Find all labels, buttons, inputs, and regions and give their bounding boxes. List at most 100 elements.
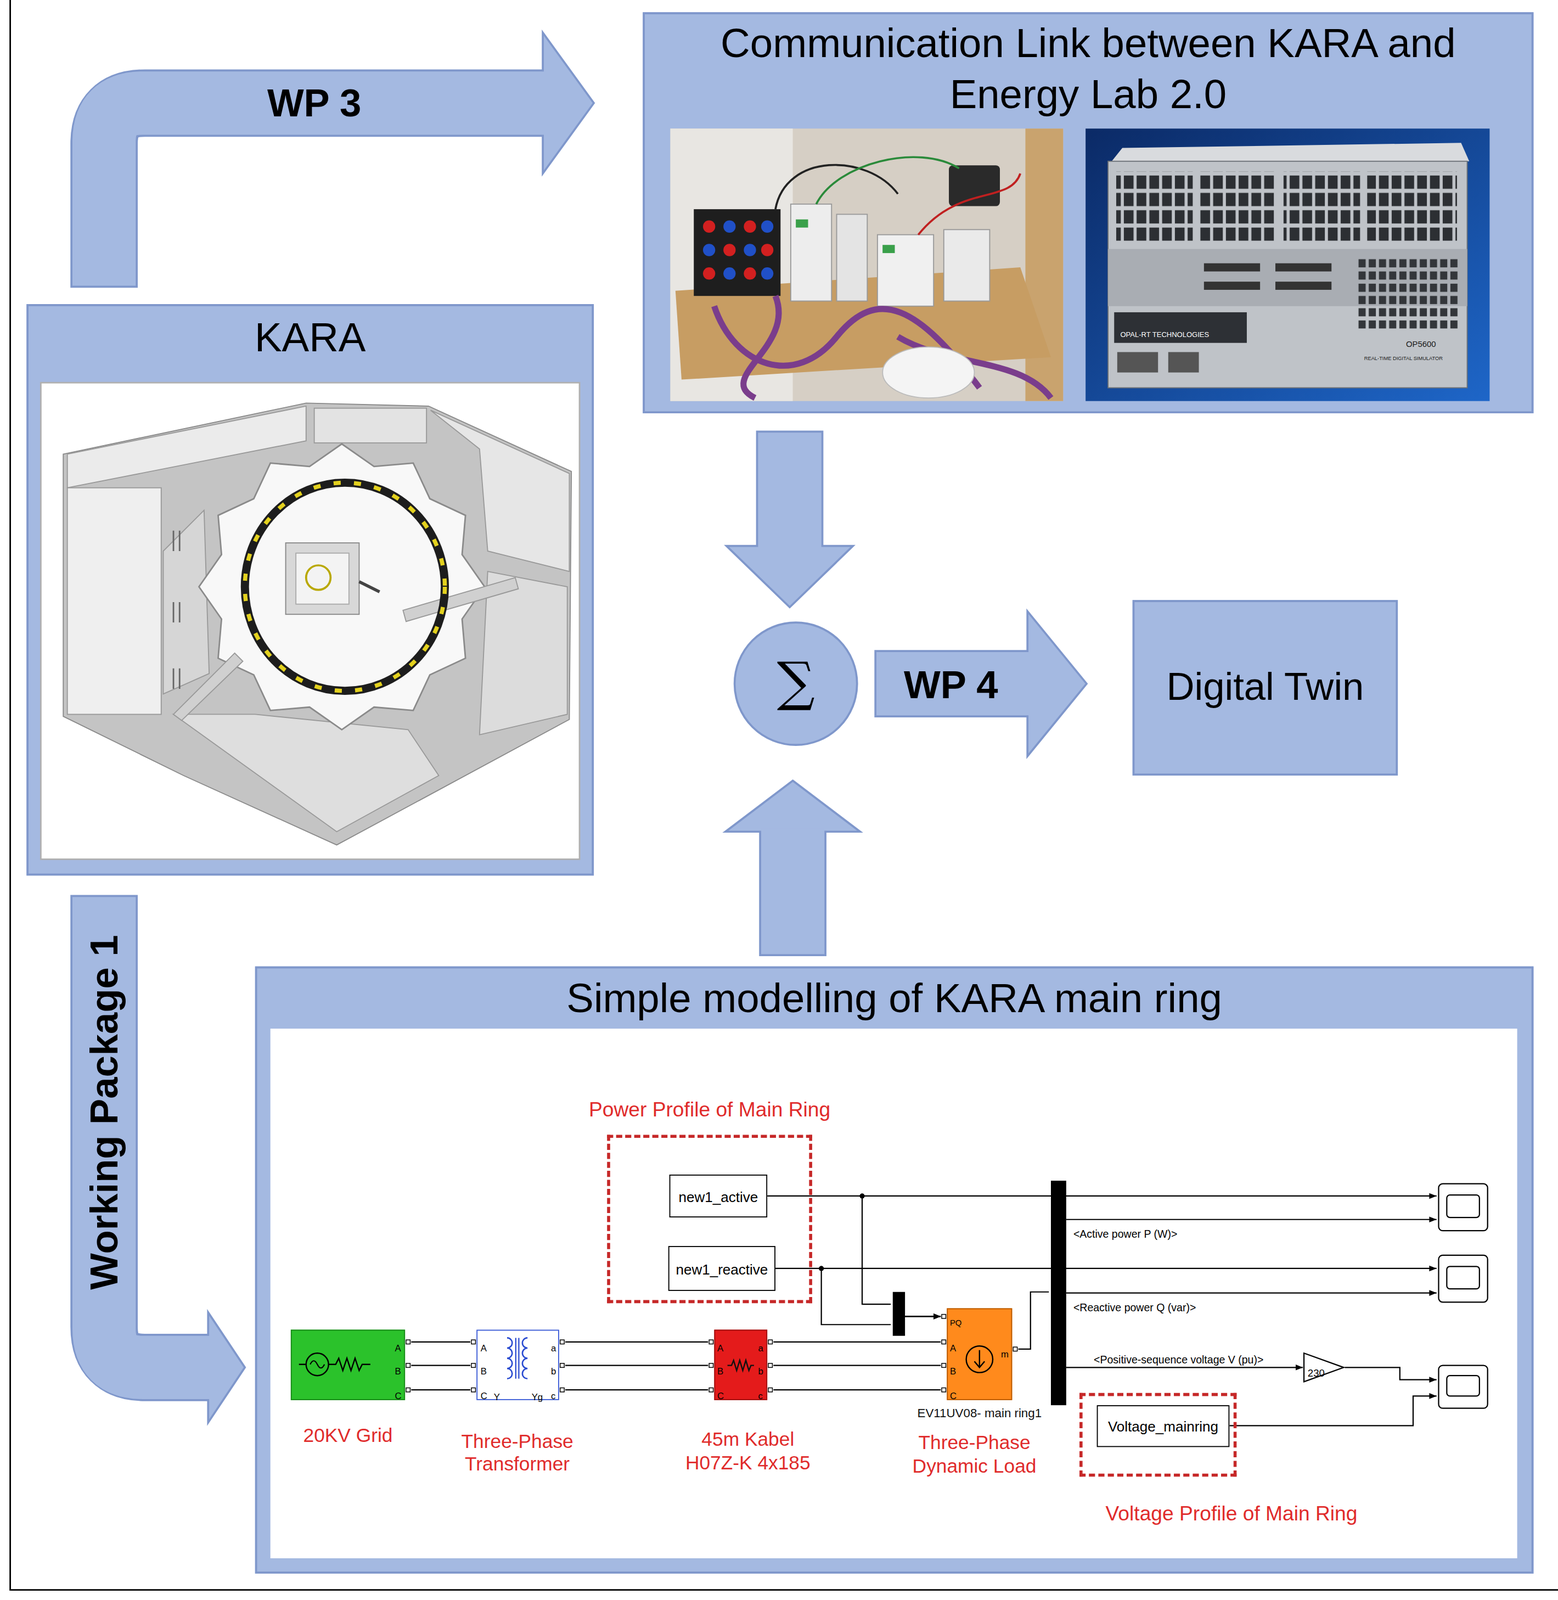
art-rect xyxy=(1114,312,1247,343)
art-rect xyxy=(795,219,808,228)
art-rect xyxy=(1116,171,1193,241)
port-label-holder: C xyxy=(395,1384,402,1403)
art-rect xyxy=(709,1387,713,1392)
box-label: Digital Twin xyxy=(1166,662,1364,712)
art-rect xyxy=(1367,171,1458,241)
art-polygon xyxy=(199,443,486,730)
port-label-holder: A xyxy=(395,1336,402,1355)
annotation-heading: Voltage Profile of Main Ring xyxy=(1105,1500,1358,1526)
art-polygon xyxy=(1303,1352,1344,1382)
block-name-holder: EV11UV08- main ring1 xyxy=(917,1402,1043,1421)
signal-label-holder: <Positive-sequence voltage V (pu)> xyxy=(1093,1348,1264,1368)
art-polygon xyxy=(173,713,439,832)
device-label: OPAL-RT TECHNOLOGIES xyxy=(1120,330,1209,340)
art-rect xyxy=(768,1363,773,1368)
art-path xyxy=(816,156,959,205)
port-label-holder: a xyxy=(550,1336,556,1355)
art-path xyxy=(299,1358,371,1371)
art-path xyxy=(821,1267,1437,1269)
art-rect xyxy=(941,1314,946,1319)
panel-title: KARA xyxy=(254,311,367,363)
block-caption: Three-Phase Transformer xyxy=(451,1430,584,1477)
art-rect xyxy=(1050,1180,1067,1405)
port-label-holder: a xyxy=(757,1336,763,1355)
art-path xyxy=(358,581,380,593)
port-label: A xyxy=(480,1343,487,1354)
port-label-holder: C xyxy=(949,1384,957,1403)
port-label: b xyxy=(757,1367,763,1377)
block-name: new1_active xyxy=(678,1188,759,1206)
art-rect xyxy=(560,1387,565,1392)
arrow-fill xyxy=(757,432,821,549)
block-arrow xyxy=(725,780,860,956)
port-label-holder: B xyxy=(717,1359,724,1378)
port-label-holder: C xyxy=(717,1384,724,1403)
art-g xyxy=(821,1195,1437,1426)
signal-label: <Reactive power Q (var)> xyxy=(1073,1300,1197,1314)
art-rect xyxy=(67,487,162,715)
block-caption-holder: 45m Kabel H07Z-K 4x185 xyxy=(681,1428,815,1476)
grid-source-block: 20KV Grid xyxy=(290,1329,406,1400)
panel-title-holder: KARA xyxy=(254,311,367,363)
arrow-fill xyxy=(876,651,1031,716)
art-rect xyxy=(1275,281,1332,290)
edge-label: WP 4 xyxy=(903,662,998,710)
port-label: A xyxy=(717,1343,724,1354)
art-rect xyxy=(693,209,781,296)
port-label-holder: A xyxy=(717,1336,724,1355)
art-rect xyxy=(1025,128,1063,401)
art-circle xyxy=(306,565,331,590)
port-label: a xyxy=(757,1343,763,1354)
art-ellipse xyxy=(244,482,445,691)
art-path xyxy=(727,1359,755,1371)
block-caption: 45m Kabel H07Z-K 4x185 xyxy=(681,1428,815,1476)
art-rect xyxy=(941,1339,946,1344)
port-label: C xyxy=(480,1391,488,1402)
port-label: m xyxy=(1000,1350,1009,1360)
simulink-canvas xyxy=(255,966,1534,1574)
panel-title: Simple modelling of KARA main ring xyxy=(566,972,1223,1024)
art-circle xyxy=(743,243,756,256)
art-circle xyxy=(723,220,736,233)
art-rect xyxy=(892,1291,905,1336)
signal-block: Voltage_mainring xyxy=(1097,1404,1230,1447)
port-label: C xyxy=(395,1391,402,1402)
art-rect xyxy=(1283,171,1360,241)
block-name-holder: new1_reactive xyxy=(675,1259,768,1278)
block-name-holder: Voltage_mainring xyxy=(1107,1416,1219,1436)
art-rect xyxy=(941,1387,946,1392)
art-rect xyxy=(1168,351,1200,373)
art-path xyxy=(743,295,779,398)
art-rect xyxy=(768,1387,773,1392)
block-caption: 20KV Grid xyxy=(303,1424,393,1448)
art-rect xyxy=(560,1363,565,1368)
art-rect xyxy=(882,244,895,253)
panel-title: Communication Link between KARA and Ener… xyxy=(684,17,1492,120)
art-rect xyxy=(1446,1194,1479,1218)
art-rect xyxy=(314,408,427,443)
signal-wire xyxy=(773,1341,941,1390)
art-g xyxy=(1438,1183,1488,1409)
panel-title-holder: Communication Link between KARA and Ener… xyxy=(684,17,1492,120)
art-path xyxy=(862,1195,1437,1197)
kara-panel: KARA xyxy=(26,304,594,876)
art-polygon xyxy=(63,402,572,845)
annotation-heading-holder: Power Profile of Main Ring xyxy=(588,1097,831,1122)
signal-label: <Positive-sequence voltage V (pu)> xyxy=(1093,1352,1264,1366)
port-label: c xyxy=(550,1391,556,1402)
art-circle xyxy=(702,243,716,256)
port-label: B xyxy=(717,1367,724,1377)
art-rect xyxy=(560,1339,565,1344)
arrow-fill xyxy=(104,103,547,286)
port-label: a xyxy=(550,1343,556,1354)
art-path xyxy=(974,1350,986,1368)
signal-label: <Active power P (W)> xyxy=(1073,1227,1178,1241)
art-rect xyxy=(1446,1375,1479,1396)
voltage-profile-box: Voltage Profile of Main RingVoltage_main… xyxy=(1079,1392,1237,1477)
model-panel: Simple modelling of KARA main ringPower … xyxy=(255,966,1534,1574)
art-rect xyxy=(670,128,1063,401)
device-label-holder: OP5600 xyxy=(1405,332,1437,351)
art-circle xyxy=(723,267,736,280)
port-label: Yg xyxy=(531,1392,543,1403)
